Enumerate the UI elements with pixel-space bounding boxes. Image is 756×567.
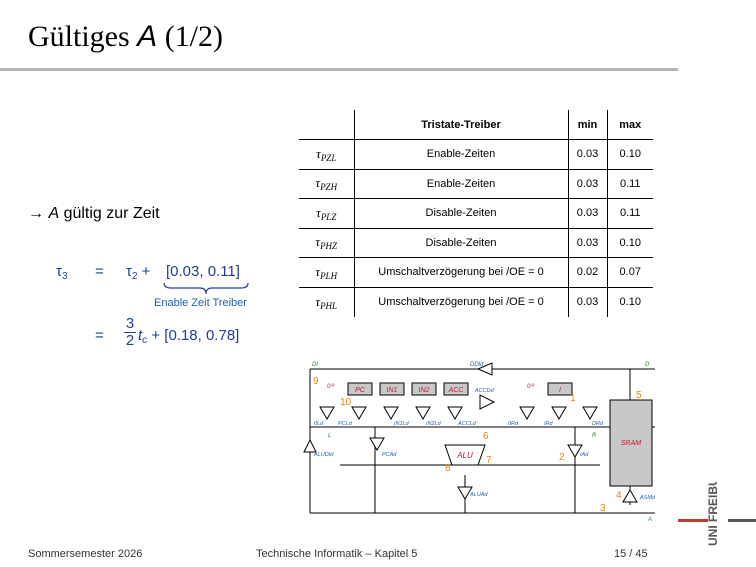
step-5: 5 [636,390,642,401]
title-suffix: (1/2) [157,20,224,53]
step-10: 10 [340,397,352,408]
step-4: 4 [616,490,622,501]
svg-text:UNI FREIBURG: UNI FREIBURG [706,482,720,546]
reg-i-label: I [559,387,561,394]
step-8: 8 [445,463,451,474]
eq-sign-2: = [95,327,104,344]
brace-label: Enable Zeit Treiber [154,297,247,309]
sram-label: SRAM [621,440,641,447]
svg-text:ALUDId: ALUDId [313,452,334,458]
eq-tc: tc + [0.18, 0.78] [138,327,240,346]
svg-text:IRd: IRd [544,421,554,427]
ddld-driver [476,362,493,376]
svg-text:ACCDd: ACCDd [474,388,495,394]
bus-l: L [328,433,331,439]
step-2: 2 [559,452,565,463]
bus-a: A [647,517,652,523]
svg-text:0Ld: 0Ld [314,421,324,427]
header-min: min [568,110,608,140]
alu-block [444,444,486,466]
lead-text: → A gültig zur Zeit [28,205,160,223]
eq-lhs: τ3 [56,263,68,282]
svg-text:DRd: DRd [592,421,604,427]
title-rule [0,68,678,71]
reg-in1 [379,382,405,396]
university-logo: UNI FREIBURG [706,482,720,546]
footer-semester: Sommersemester 2026 [28,548,143,560]
reg-in2-label: IN2 [419,387,430,394]
lead-symbol: A [48,205,60,222]
sram-block [609,399,653,487]
svg-text:IN2Ld: IN2Ld [426,421,442,427]
table-row: τPHL Umschaltverzögerung bei /OE = 0 0.0… [299,287,653,317]
bus-di: DI [312,362,318,368]
reg-acc-label: ACC [448,387,465,394]
svg-text:ALUAd: ALUAd [469,492,488,498]
datapath-diagram: PC IN1 IN2 ACC I ALU SRAM DI DDld D L R … [303,362,656,523]
underbrace [163,282,249,295]
svg-text:0Rd: 0Rd [508,421,519,427]
svg-text:PCLd: PCLd [338,421,353,427]
svg-text:ACCLd: ACCLd [457,421,477,427]
reg-acc [443,382,469,396]
eq-interval-1: [0.03, 0.11] [166,263,240,280]
footer-course: Technische Informatik – Kapitel 5 [256,548,418,560]
eq-sign-1: = [95,263,104,280]
header-max: max [607,110,653,140]
logo-bar-right [728,519,756,522]
zero32-left: 0³² [327,384,335,390]
header-tristate: Tristate-Treiber [354,110,569,140]
step-3: 3 [600,503,606,514]
svg-text:IAd: IAd [580,452,589,458]
zero32-right: 0³² [527,384,535,390]
table-row: τPLH Umschaltverzögerung bei /OE = 0 0.0… [299,257,653,288]
reg-pc-label: PC [355,387,366,394]
arrow-symbol: → [28,205,44,222]
header-symbol [299,110,355,140]
table-header-row: Tristate-Treiber min max [299,110,653,140]
reg-pc [347,382,373,396]
reg-i [547,382,573,396]
title-prefix: Gültiges [28,20,138,53]
bus-d: D [645,362,650,368]
aludid-driver [303,438,317,453]
reg-in1-label: IN1 [387,387,398,394]
fraction: 3 2 [124,315,136,349]
eq-term: τ2 + [126,263,151,282]
table-row: τPZH Enable-Zeiten 0.03 0.11 [299,169,653,199]
bus-ddld: DDld [470,362,484,368]
table-row: τPHZ Disable-Zeiten 0.03 0.10 [299,228,653,258]
alu-label: ALU [456,451,473,460]
step-6: 6 [483,431,489,442]
step-9: 9 [313,376,319,387]
lead-label: gültig zur Zeit [59,205,160,222]
svg-text:IN1Ld: IN1Ld [394,421,410,427]
title-symbol: A [137,20,158,53]
page-title: Gültiges A (1/2) [28,20,223,54]
logo-bar-left [678,519,708,522]
svg-text:ASMd: ASMd [639,495,656,501]
bus-r: R [592,433,597,439]
table-row: τPZL Enable-Zeiten 0.03 0.10 [299,139,653,170]
step-7: 7 [486,455,492,466]
step-1: 1 [570,393,576,404]
svg-text:PCAd: PCAd [382,452,397,458]
reg-in2 [411,382,437,396]
table-row: τPLZ Disable-Zeiten 0.03 0.11 [299,198,653,229]
footer-page: 15 / 45 [614,548,648,560]
tristate-table: Tristate-Treiber min max τPZL Enable-Zei… [299,110,653,317]
